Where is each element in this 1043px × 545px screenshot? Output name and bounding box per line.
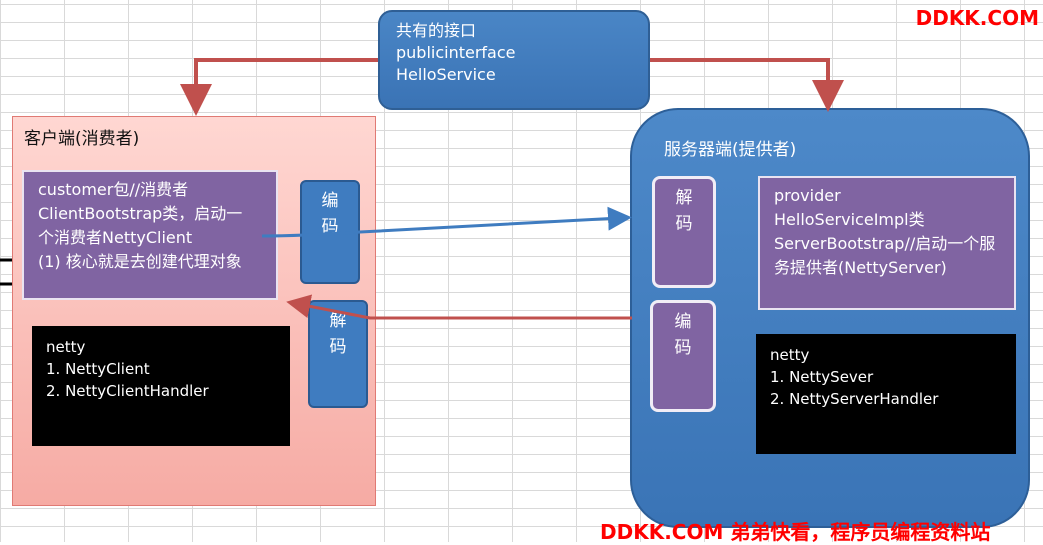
interface-line: publicinterface [396, 43, 516, 62]
server-decode-box: 解 码 [652, 176, 716, 288]
watermark-bottom: DDKK.COM 弟弟快看，程序员编程资料站 [600, 520, 991, 544]
interface-line: 共有的接口 [396, 21, 477, 40]
server-netty-box: netty 1. NettySever 2. NettyServerHandle… [756, 334, 1016, 454]
client-decode-box: 解 码 [308, 300, 368, 408]
response-arrow [286, 294, 632, 320]
watermark-top: DDKK.COM [915, 6, 1039, 30]
interface-to-server-arrow [650, 58, 844, 112]
customer-line: ClientBootstrap类，启动一 [38, 204, 243, 223]
client-decode-char: 解 [329, 311, 347, 331]
server-title: 服务器端(提供者) [664, 140, 797, 160]
server-decode-char: 解 [675, 188, 693, 208]
provider-line: provider [774, 186, 841, 205]
server-encode-box: 编 码 [650, 300, 716, 412]
netty-line: 2. NettyClientHandler [46, 382, 209, 400]
provider-line: ServerBootstrap//启动一个服 [774, 234, 996, 253]
client-encode-char: 编 [321, 191, 339, 211]
interface-box: 共有的接口 publicinterface HelloService [378, 10, 650, 110]
server-decode-char: 码 [675, 214, 693, 234]
customer-line: 个消费者NettyClient [38, 228, 193, 247]
client-decode-char: 码 [329, 337, 347, 357]
interface-line: HelloService [396, 65, 496, 84]
client-title: 客户端(消费者) [24, 129, 140, 149]
netty-line: 2. NettyServerHandler [770, 390, 939, 408]
netty-line: netty [46, 338, 86, 356]
request-arrow [261, 206, 632, 238]
customer-line: customer包//消费者 [38, 180, 189, 199]
provider-line: 务提供者(NettyServer) [774, 258, 947, 277]
customer-line: (1) 核心就是去创建代理对象 [38, 252, 242, 271]
client-netty-box: netty 1. NettyClient 2. NettyClientHandl… [32, 326, 290, 446]
interface-to-client-arrow [180, 58, 378, 116]
netty-line: 1. NettyClient [46, 360, 150, 378]
provider-line: HelloServiceImpl类 [774, 210, 925, 229]
server-encode-char: 码 [674, 338, 692, 358]
client-encode-char: 码 [321, 217, 339, 237]
netty-line: netty [770, 346, 810, 364]
provider-box: provider HelloServiceImpl类 ServerBootstr… [758, 176, 1016, 310]
netty-line: 1. NettySever [770, 368, 874, 386]
server-encode-char: 编 [674, 312, 692, 332]
